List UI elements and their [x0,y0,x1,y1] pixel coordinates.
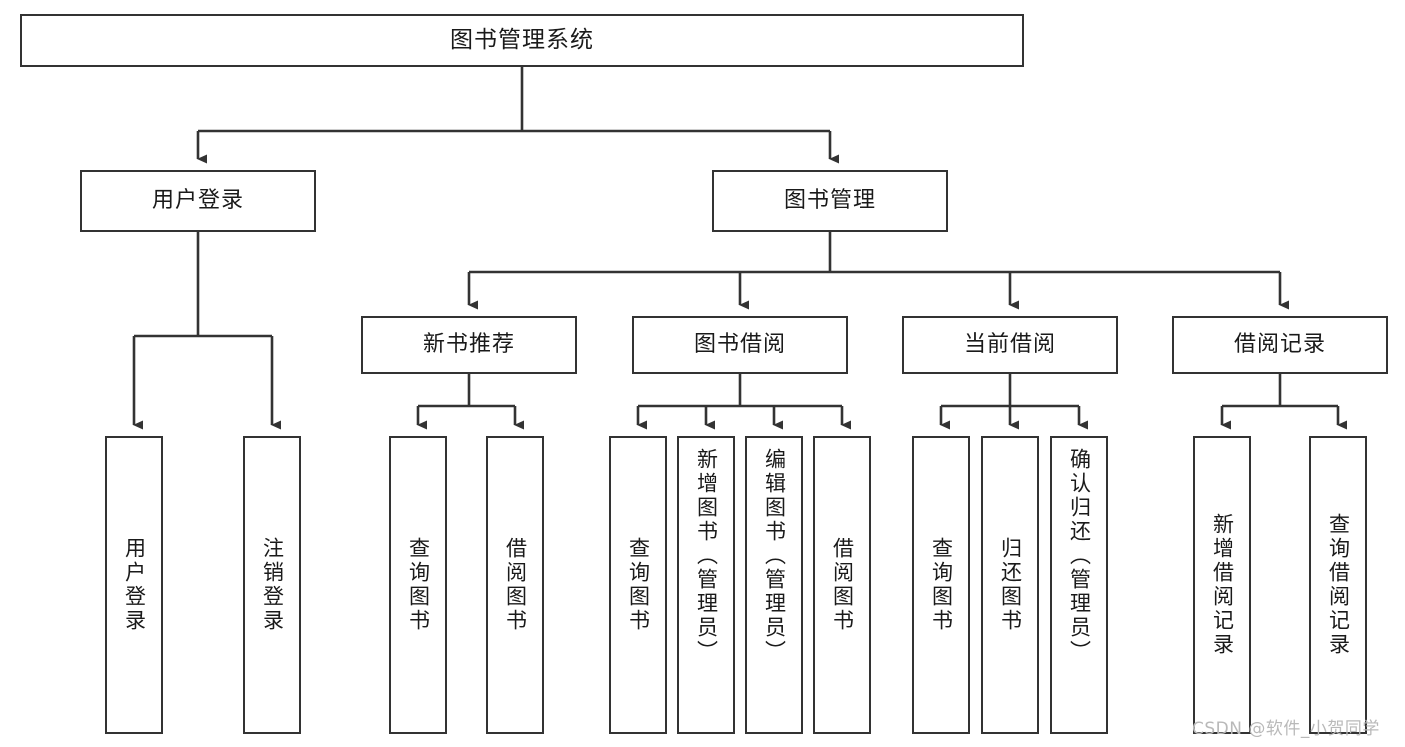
node-label: 借阅图书 [830,537,855,633]
node-root-book-management-system[interactable]: 图书管理系统 [20,14,1024,67]
node-leaf-return-book[interactable]: 归还图书 [981,436,1039,734]
node-label: 借阅记录 [1233,332,1326,358]
node-current-borrow[interactable]: 当前借阅 [902,316,1118,374]
node-leaf-user-logout[interactable]: 注销登录 [243,436,301,734]
node-user-login[interactable]: 用户登录 [80,170,316,232]
node-label: 查询图书 [929,537,954,633]
node-label: 图书借阅 [693,332,786,358]
node-label: 图书管理系统 [450,26,594,53]
node-leaf-add-borrow-record[interactable]: 新增借阅记录 [1193,436,1251,734]
node-label: 用户登录 [122,537,147,633]
node-label: 查询借阅记录 [1326,513,1351,657]
node-label: 图书管理 [783,188,876,214]
node-leaf-confirm-return-admin[interactable]: 确认归还（管理员） [1050,436,1108,734]
node-leaf-borrow-book[interactable]: 借阅图书 [813,436,871,734]
node-label: 确认归还（管理员） [1067,448,1092,664]
node-label: 新增借阅记录 [1210,513,1235,657]
node-book-borrow[interactable]: 图书借阅 [632,316,848,374]
node-label: 编辑图书（管理员） [762,448,787,664]
node-book-manage[interactable]: 图书管理 [712,170,948,232]
node-label: 用户登录 [151,188,244,214]
node-leaf-add-book-admin[interactable]: 新增图书（管理员） [677,436,735,734]
node-label: 注销登录 [260,537,285,633]
node-leaf-query-book-current[interactable]: 查询图书 [912,436,970,734]
node-label: 归还图书 [998,537,1023,633]
node-leaf-query-book-recommend[interactable]: 查询图书 [389,436,447,734]
node-leaf-edit-book-admin[interactable]: 编辑图书（管理员） [745,436,803,734]
node-label: 当前借阅 [963,332,1056,358]
node-label: 查询图书 [626,537,651,633]
node-leaf-query-book-borrow[interactable]: 查询图书 [609,436,667,734]
node-label: 新增图书（管理员） [694,448,719,664]
node-leaf-user-login[interactable]: 用户登录 [105,436,163,734]
node-label: 新书推荐 [422,332,515,358]
node-leaf-query-borrow-record[interactable]: 查询借阅记录 [1309,436,1367,734]
csdn-watermark: CSDN @软件_小贺同学 [1192,719,1380,739]
node-label: 借阅图书 [503,537,528,633]
node-leaf-borrow-book-recommend[interactable]: 借阅图书 [486,436,544,734]
node-borrow-record[interactable]: 借阅记录 [1172,316,1388,374]
node-label: 查询图书 [406,537,431,633]
node-new-book-recommend[interactable]: 新书推荐 [361,316,577,374]
